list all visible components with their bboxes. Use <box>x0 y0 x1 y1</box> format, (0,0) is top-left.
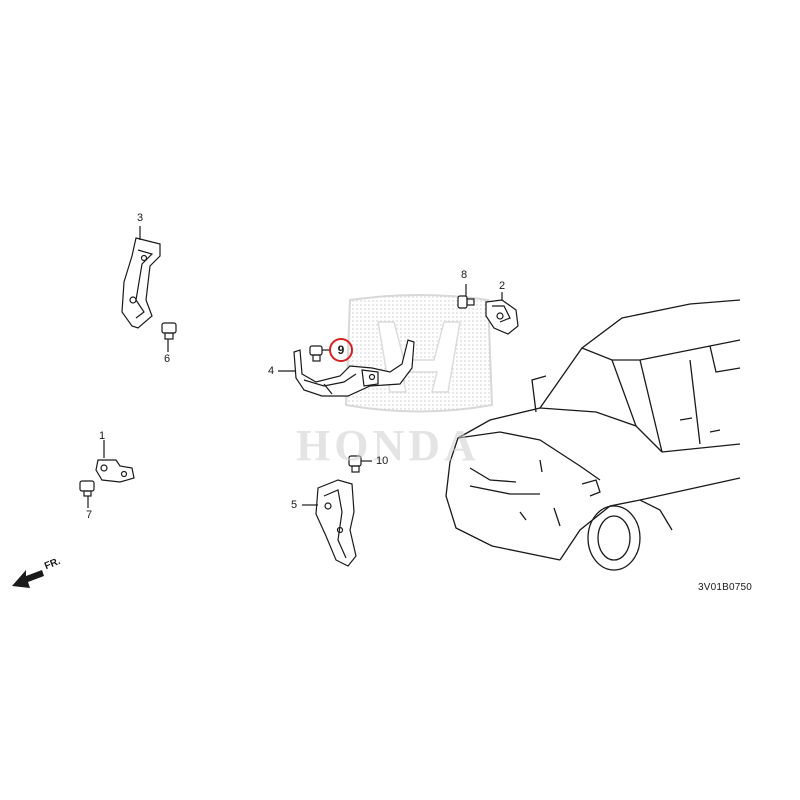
part-5-bracket <box>302 479 357 567</box>
front-direction-arrow-icon <box>12 570 44 588</box>
callout-2[interactable]: 2 <box>499 280 506 292</box>
part-2-bracket <box>485 292 519 335</box>
callout-1[interactable]: 1 <box>99 430 106 442</box>
part-4-bracket <box>278 339 415 397</box>
callout-5[interactable]: 5 <box>291 499 298 511</box>
vehicle-outline <box>445 299 741 571</box>
watermark-text: HONDA <box>296 421 480 470</box>
callout-9-highlighted[interactable]: 9 <box>329 338 353 362</box>
callout-10[interactable]: 10 <box>376 455 389 467</box>
callout-8[interactable]: 8 <box>461 269 468 281</box>
honda-logo-watermark <box>344 294 494 413</box>
callout-3[interactable]: 3 <box>137 212 144 224</box>
part-10-bolt <box>348 455 372 473</box>
callout-7[interactable]: 7 <box>86 509 93 521</box>
part-7-bolt <box>79 480 95 508</box>
part-1-bracket <box>95 440 135 483</box>
part-9-bolt <box>309 345 330 362</box>
part-6-bolt <box>161 322 177 352</box>
callout-6[interactable]: 6 <box>164 353 171 365</box>
diagram-code: 3V01B0750 <box>698 582 753 593</box>
part-8-bolt <box>457 284 475 309</box>
callout-4[interactable]: 4 <box>268 365 275 377</box>
part-3-bracket <box>121 226 161 329</box>
